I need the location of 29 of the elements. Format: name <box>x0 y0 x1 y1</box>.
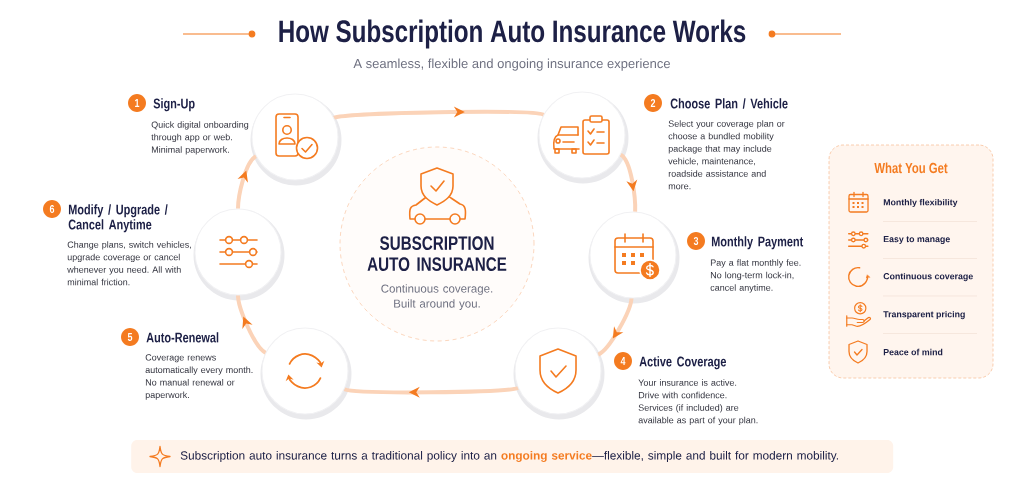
step-heading: Active Coverage <box>639 356 727 370</box>
benefit-text: Easy to manage <box>883 236 950 244</box>
step-heading: Auto-Renewal <box>146 332 219 343</box>
benefit-text: Peace of mind <box>883 348 943 356</box>
step-description: Quick digital onboarding through app or web. Minimal paperwork. <box>151 121 249 155</box>
step-description: Pay a flat monthly fee. No long-term lock-in, cancel anytime. <box>710 259 801 293</box>
number-badge: 1 <box>128 94 146 112</box>
benefit-text: Continuous coverage <box>883 272 973 282</box>
step-heading: Sign-Up <box>153 98 195 112</box>
benefit-text: Transparent pricing <box>883 310 965 320</box>
step-description: Select your coverage plan or choose a bundled mobility package that may include vehicle, maintenance, roadside assistance and more. <box>668 120 785 190</box>
step-heading: Monthly Payment <box>711 236 804 250</box>
hub-tagline: Continuous coverage. Built around you. <box>381 284 493 310</box>
summary-banner: Subscription auto insurance turns a traditional policy into an ongoing service—flexible, simple and built for modern mobility. <box>131 440 894 473</box>
panel-heading: What You Get <box>874 162 948 174</box>
benefit-text: Monthly flexibility <box>883 198 958 208</box>
step-description: Change plans, switch vehicles, upgrade coverage or cancel whenever you need. All with minimal friction. <box>67 241 191 286</box>
number-badge: 4 <box>614 352 632 370</box>
step-description: Your insurance is active. Drive with confidence. Services (if included) are available as part of your plan. <box>638 379 758 426</box>
step-description: Coverage renews automatically every month. No manual renewal or paperwork. <box>145 354 253 400</box>
number-badge: 5 <box>121 328 139 346</box>
number-badge: 6 <box>43 200 61 218</box>
subtitle: A seamless, flexible and ongoing insurance experience <box>353 58 670 71</box>
number-badge: 2 <box>644 94 662 112</box>
step-heading: Choose Plan / Vehicle <box>670 98 788 109</box>
number-badge: 3 <box>687 232 705 250</box>
title: How Subscription Auto Insurance Works <box>279 19 746 49</box>
hub-heading: SUBSCRIPTION AUTO INSURANCE <box>367 236 507 271</box>
step-heading: Modify / Upgrade / Cancel Anytime <box>68 204 168 233</box>
